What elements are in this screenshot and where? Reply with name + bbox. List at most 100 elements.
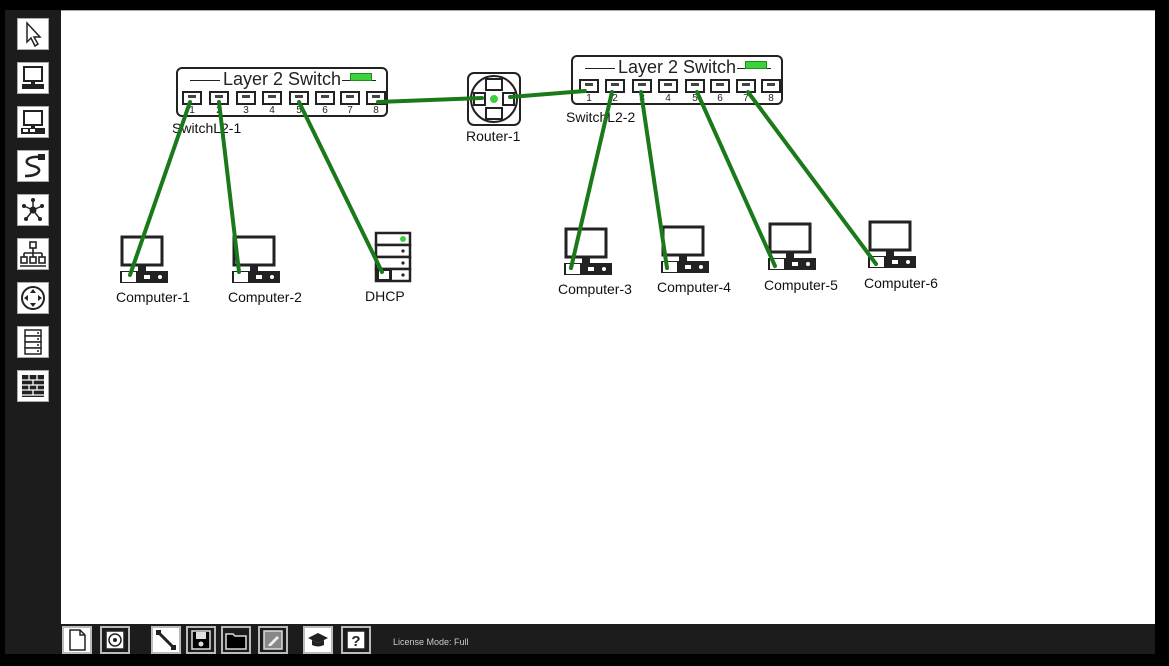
computer-group-icon xyxy=(21,110,45,134)
port-number: 4 xyxy=(269,105,275,116)
server-icon xyxy=(24,329,42,355)
switch-title-rule xyxy=(190,80,220,81)
switch-title: Layer 2 Switch xyxy=(222,69,342,89)
edit-button[interactable] xyxy=(258,626,288,654)
dhcp-server[interactable] xyxy=(373,230,413,289)
switch-port-7[interactable] xyxy=(736,79,756,93)
bottom-toolbar: ? License Mode: Full xyxy=(5,624,1155,654)
computer-label: Computer-3 xyxy=(558,281,632,297)
computer-3[interactable] xyxy=(560,227,614,282)
firewall-tool-button[interactable] xyxy=(17,370,49,402)
disc-icon xyxy=(105,630,125,650)
switch-title: Layer 2 Switch xyxy=(617,57,737,77)
firewall-icon xyxy=(22,375,44,397)
computer-label: Computer-4 xyxy=(657,279,731,295)
computer-1[interactable] xyxy=(116,235,170,290)
port-number: 2 xyxy=(612,93,618,104)
graduation-cap-icon xyxy=(308,633,328,647)
computer-2[interactable] xyxy=(228,235,282,290)
router-label: Router-1 xyxy=(466,128,521,144)
switch-label: SwitchL2-1 xyxy=(172,120,242,136)
switch-port-8[interactable] xyxy=(761,79,781,93)
computer-icon xyxy=(120,235,168,283)
computer-icon xyxy=(768,222,816,270)
floppy-icon xyxy=(191,630,211,650)
computer-icon xyxy=(232,235,280,283)
switch-port-1[interactable] xyxy=(579,79,599,93)
switch-port-8[interactable] xyxy=(366,91,386,105)
tutorial-button[interactable] xyxy=(303,626,333,654)
router-tool-button[interactable] xyxy=(17,282,49,314)
delete-cable-button[interactable] xyxy=(151,626,181,654)
port-number: 5 xyxy=(296,105,302,116)
port-number: 2 xyxy=(216,105,222,116)
switch-status-led xyxy=(350,73,372,81)
server-tool-button[interactable] xyxy=(17,326,49,358)
port-number: 6 xyxy=(717,93,723,104)
switch-tool-button[interactable] xyxy=(17,238,49,270)
switch-label: SwitchL2-2 xyxy=(566,109,636,125)
computer-label: Computer-1 xyxy=(116,289,190,305)
open-button[interactable] xyxy=(221,626,251,654)
help-button[interactable]: ? xyxy=(341,626,371,654)
computer-label: Computer-2 xyxy=(228,289,302,305)
select-tool-button[interactable] xyxy=(17,18,49,50)
switch-status-led xyxy=(745,61,767,69)
switch-port-4[interactable] xyxy=(658,79,678,93)
switch-l2-1[interactable]: Layer 2 Switch 1 2 3 4 5 6 7 8 xyxy=(176,67,388,117)
computer-tool-button[interactable] xyxy=(17,62,49,94)
save-button[interactable] xyxy=(186,626,216,654)
settings-button[interactable] xyxy=(100,626,130,654)
switch-port-2[interactable] xyxy=(605,79,625,93)
router-icon xyxy=(21,286,45,310)
router-1[interactable] xyxy=(466,71,522,127)
switch-icon xyxy=(20,241,46,267)
computer-group-tool-button[interactable] xyxy=(17,106,49,138)
switch-port-4[interactable] xyxy=(262,91,282,105)
computer-label: Computer-6 xyxy=(864,275,938,291)
port-number: 7 xyxy=(743,93,749,104)
switch-port-6[interactable] xyxy=(315,91,335,105)
server-icon xyxy=(374,231,412,283)
switch-port-6[interactable] xyxy=(710,79,730,93)
computer-6[interactable] xyxy=(864,220,918,275)
new-file-button[interactable] xyxy=(62,626,92,654)
computer-icon xyxy=(564,227,612,275)
port-number: 5 xyxy=(692,93,698,104)
port-number: 1 xyxy=(189,105,195,116)
port-number: 7 xyxy=(347,105,353,116)
computer-5[interactable] xyxy=(764,222,818,277)
switch-port-5[interactable] xyxy=(685,79,705,93)
router-icon xyxy=(467,72,521,126)
tool-sidebar xyxy=(5,10,61,624)
port-number: 8 xyxy=(373,105,379,116)
help-icon: ? xyxy=(346,630,366,650)
hub-icon xyxy=(22,198,44,221)
computer-icon xyxy=(868,220,916,268)
cable-tool-button[interactable] xyxy=(17,150,49,182)
svg-text:?: ? xyxy=(351,633,360,650)
port-number: 6 xyxy=(322,105,328,116)
new-document-icon xyxy=(69,629,86,651)
switch-port-2[interactable] xyxy=(209,91,229,105)
pointer-icon xyxy=(26,21,42,48)
switch-title-rule xyxy=(585,68,615,69)
computer-4[interactable] xyxy=(657,225,711,280)
switch-port-5[interactable] xyxy=(289,91,309,105)
folder-icon xyxy=(225,633,247,650)
computer-label: Computer-5 xyxy=(764,277,838,293)
switch-port-3[interactable] xyxy=(236,91,256,105)
cable-icon xyxy=(24,154,45,178)
switch-l2-2[interactable]: Layer 2 Switch 1 2 3 4 5 6 7 8 xyxy=(571,55,783,105)
computer-icon xyxy=(22,66,44,89)
switch-port-3[interactable] xyxy=(632,79,652,93)
license-mode-text: License Mode: Full xyxy=(393,637,469,647)
computer-icon xyxy=(661,225,709,273)
cable-cut-icon xyxy=(155,629,177,651)
switch-port-7[interactable] xyxy=(340,91,360,105)
port-number: 4 xyxy=(665,93,671,104)
switch-port-1[interactable] xyxy=(182,91,202,105)
hub-tool-button[interactable] xyxy=(17,194,49,226)
port-number: 8 xyxy=(768,93,774,104)
server-label: DHCP xyxy=(365,288,405,304)
